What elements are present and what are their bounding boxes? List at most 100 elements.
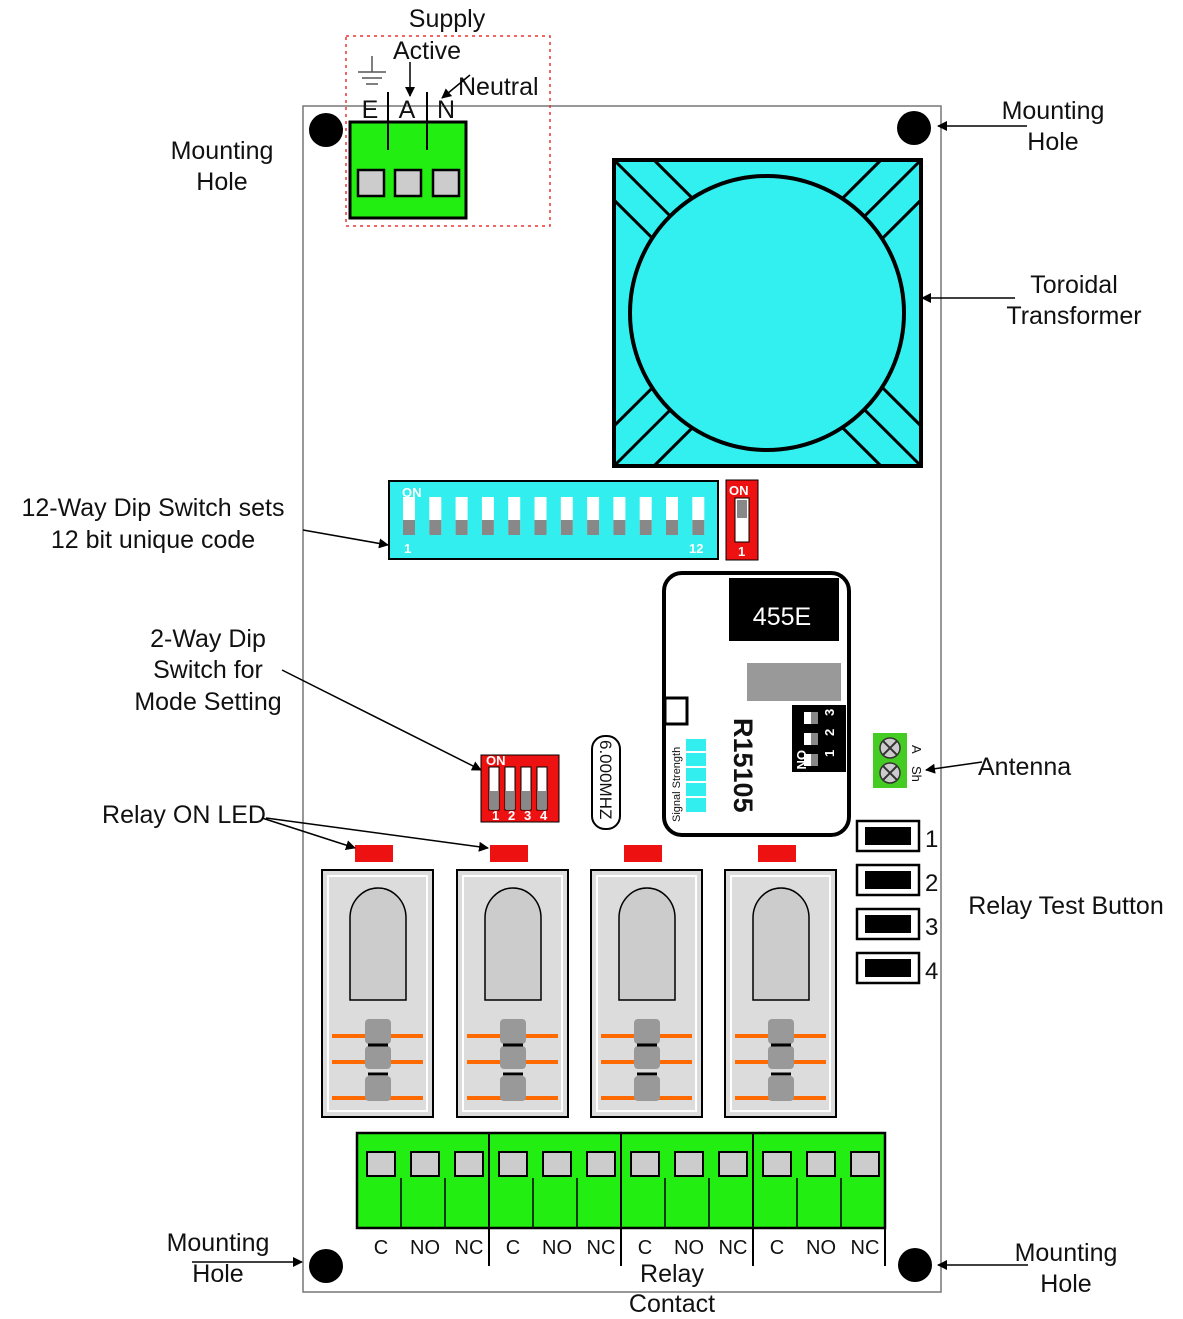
antenna-pin-a: A bbox=[909, 745, 924, 754]
relay-terminal-screw-1-2 bbox=[410, 1151, 440, 1177]
mounting-hole-bl-label-2: Hole bbox=[192, 1260, 243, 1288]
relay-inner-frame-2 bbox=[462, 875, 563, 1112]
relay-on-led-1 bbox=[355, 845, 393, 862]
dip2-label-1: 2-Way Dip bbox=[150, 625, 266, 653]
dip12-lever-knob-3 bbox=[455, 520, 468, 535]
dip-switch-1-way bbox=[725, 479, 759, 561]
active-label: Active bbox=[393, 37, 461, 65]
antenna-label: Antenna bbox=[978, 753, 1071, 781]
dip12-lever-knob-4 bbox=[481, 520, 494, 535]
relay-terminal-screw-2-3 bbox=[586, 1151, 616, 1177]
relay-terminal-screw-1-3 bbox=[454, 1151, 484, 1177]
relay-on-led-3 bbox=[624, 845, 662, 862]
relay-inner-frame-1 bbox=[327, 875, 428, 1112]
relay-armature-bottom-2 bbox=[500, 1076, 526, 1101]
relay-terminal-screw-2-1 bbox=[498, 1151, 528, 1177]
mounting-hole-bl-label-1: Mounting bbox=[167, 1229, 270, 1257]
mounting-hole-tl-label-1: Mounting bbox=[171, 137, 274, 165]
relay-terminal-label-2-no: NO bbox=[542, 1237, 572, 1259]
receiver-dip-3: 3 bbox=[822, 709, 837, 716]
relay-terminal-screw-2-2 bbox=[542, 1151, 572, 1177]
relay-test-button-cap-4 bbox=[865, 959, 911, 977]
dip1-num: 1 bbox=[738, 544, 745, 559]
pin-label-neutral: N bbox=[437, 96, 455, 124]
mounting-hole-tr-label-2: Hole bbox=[1027, 128, 1078, 156]
relay-armature-top-2 bbox=[500, 1019, 526, 1044]
relay-test-button-cap-2 bbox=[865, 871, 911, 889]
relay-coil-4 bbox=[752, 887, 810, 1001]
mounting-hole-tr-label-1: Mounting bbox=[1002, 97, 1105, 125]
relay-terminal-screw-3-3 bbox=[718, 1151, 748, 1177]
dip2-on-label: ON bbox=[486, 753, 506, 768]
pcb-outline bbox=[302, 105, 942, 1293]
relay-coil-2 bbox=[484, 887, 542, 1001]
mounting-hole-br-label-2: Hole bbox=[1040, 1270, 1091, 1298]
relay-armature-bottom-1 bbox=[365, 1076, 391, 1101]
dip12-lever-knob-9 bbox=[613, 520, 626, 535]
dip2-lever-knob-4 bbox=[538, 791, 546, 809]
dip12-lever-knob-10 bbox=[639, 520, 652, 535]
relay-terminal-label-4-no: NO bbox=[806, 1237, 836, 1259]
supply-terminal-block bbox=[345, 35, 551, 227]
relay-test-button-cap-3 bbox=[865, 915, 911, 933]
receiver-dip-on: ON bbox=[794, 750, 809, 770]
dip2-num-2: 2 bbox=[508, 808, 515, 823]
relay-armature-bottom-4 bbox=[768, 1076, 794, 1101]
dip12-lever-knob-11 bbox=[666, 520, 678, 535]
dip12-lever-knob-12 bbox=[692, 520, 705, 535]
dip-switch-2-way bbox=[480, 754, 560, 823]
dip12-last-num: 12 bbox=[689, 541, 703, 556]
receiver-model-label: R15105 bbox=[728, 718, 758, 813]
receiver-dip-1: 1 bbox=[822, 750, 837, 757]
relay-armature-top-3 bbox=[634, 1019, 660, 1044]
relay-test-button-num-2: 2 bbox=[925, 870, 938, 897]
relay-terminal-label-3-nc: NC bbox=[719, 1237, 748, 1259]
relay-inner-frame-3 bbox=[596, 875, 697, 1112]
relay-terminal-label-3-no: NO bbox=[674, 1237, 704, 1259]
relay-test-button-num-3: 3 bbox=[925, 914, 938, 941]
relay-armature-top-4 bbox=[768, 1019, 794, 1044]
mounting-hole-tl-label-2: Hole bbox=[196, 168, 247, 196]
relay-armature-mid-2 bbox=[500, 1046, 526, 1069]
relay-armature-bottom-3 bbox=[634, 1076, 660, 1101]
relay-terminal-label-4-nc: NC bbox=[851, 1237, 880, 1259]
dip12-first-num: 1 bbox=[404, 541, 411, 556]
relay-contact-label-2: Contact bbox=[629, 1290, 715, 1318]
relay-terminal-screw-4-1 bbox=[762, 1151, 792, 1177]
relay-terminal-label-4-c: C bbox=[770, 1237, 784, 1259]
dip2-lever-4 bbox=[536, 766, 548, 811]
mounting-hole-bottom-left bbox=[309, 1249, 343, 1283]
dip2-num-4: 4 bbox=[540, 808, 548, 823]
receiver-dip-2: 2 bbox=[822, 729, 837, 736]
mounting-hole-bottom-right bbox=[898, 1248, 932, 1282]
relay-terminal-label-1-nc: NC bbox=[455, 1237, 484, 1259]
relay-armature-mid-3 bbox=[634, 1046, 660, 1069]
receiver-module bbox=[662, 571, 851, 837]
relay-on-led-2 bbox=[490, 845, 528, 862]
relay-terminal-label-2-nc: NC bbox=[587, 1237, 616, 1259]
relay-test-button-num-4: 4 bbox=[925, 958, 938, 985]
relay-terminal-screw-1-1 bbox=[366, 1151, 396, 1177]
dip2-num-3: 3 bbox=[524, 808, 531, 823]
dip2-lever-knob-2 bbox=[506, 791, 514, 809]
relay-terminal-label-2-c: C bbox=[506, 1237, 520, 1259]
relay-terminal-screw-4-3 bbox=[850, 1151, 880, 1177]
dip2-lever-2 bbox=[504, 766, 516, 811]
dip12-lever-knob-8 bbox=[587, 520, 600, 535]
relay-test-button-num-1: 1 bbox=[925, 826, 938, 853]
relay-on-led-4 bbox=[758, 845, 796, 862]
crystal-oscillator bbox=[591, 735, 621, 830]
dip2-label-2: Switch for bbox=[153, 656, 263, 684]
crystal-label: 6.000MHZ bbox=[596, 740, 615, 819]
relay-armature-mid-1 bbox=[365, 1046, 391, 1069]
relay-terminal-screw-4-2 bbox=[806, 1151, 836, 1177]
signal-strength-label: Signal Strength bbox=[671, 747, 683, 822]
relay-terminal-label-1-no: NO bbox=[410, 1237, 440, 1259]
pin-label-earth: E bbox=[362, 96, 379, 124]
pin-label-active: A bbox=[399, 96, 416, 124]
relay-terminal-label-1-c: C bbox=[374, 1237, 388, 1259]
toroidal-label-2: Transformer bbox=[1006, 302, 1141, 330]
relay-terminal-label-3-c: C bbox=[638, 1237, 652, 1259]
relay-terminal-screw-3-2 bbox=[674, 1151, 704, 1177]
